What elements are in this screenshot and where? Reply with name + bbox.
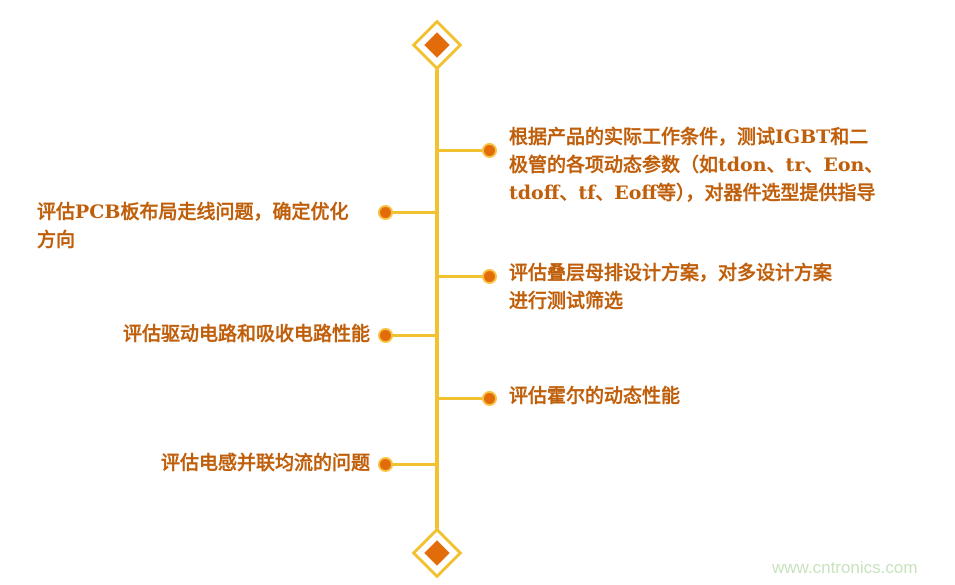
branch-right-3 bbox=[439, 397, 485, 400]
timeline-spine bbox=[435, 66, 439, 532]
node-dot-icon bbox=[378, 205, 393, 220]
branch-left-2 bbox=[390, 334, 436, 337]
item-right-1: 根据产品的实际工作条件，测试IGBT和二 极管的各项动态参数（如tdon、tr、… bbox=[509, 126, 884, 204]
branch-right-1 bbox=[439, 149, 485, 152]
item-right-2: 评估叠层母排设计方案，对多设计方案 进行测试筛选 bbox=[509, 262, 833, 312]
branch-left-3 bbox=[390, 463, 436, 466]
branch-right-2 bbox=[439, 275, 485, 278]
node-dot-icon bbox=[482, 143, 497, 158]
watermark: www.cntronics.com bbox=[772, 558, 918, 577]
bottom-diamond-icon bbox=[411, 527, 463, 579]
node-dot-icon bbox=[378, 328, 393, 343]
top-diamond-icon bbox=[411, 19, 463, 71]
node-dot-icon bbox=[378, 457, 393, 472]
node-dot-icon bbox=[482, 391, 497, 406]
item-left-1: 评估PCB板布局走线问题，确定优化 方向 bbox=[37, 201, 349, 251]
node-dot-icon bbox=[482, 269, 497, 284]
item-right-3: 评估霍尔的动态性能 bbox=[509, 385, 681, 407]
branch-left-1 bbox=[390, 211, 436, 214]
item-left-3: 评估电感并联均流的问题 bbox=[160, 452, 370, 474]
item-left-2: 评估驱动电路和吸收电路性能 bbox=[122, 323, 370, 345]
